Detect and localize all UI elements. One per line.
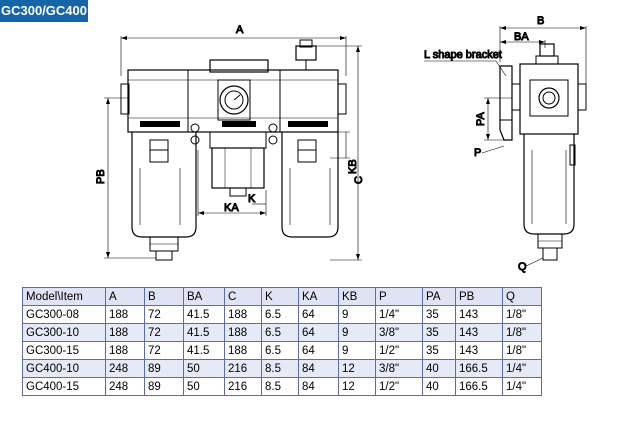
- table-cell: 72: [144, 341, 184, 360]
- table-cell: 188: [224, 323, 262, 342]
- column-header: PB: [455, 287, 503, 306]
- dim-label-ba: BA: [514, 31, 529, 43]
- table-row: GC300-15 188 72 41.5 188 6.5 64 9 1/2" 3…: [22, 341, 542, 360]
- dim-label-c: C: [353, 176, 365, 184]
- table-row: GC300-10 188 72 41.5 188 6.5 64 9 3/8" 3…: [22, 323, 542, 342]
- table-cell: 143: [455, 305, 503, 324]
- table-cell: 40: [422, 377, 456, 396]
- table-row: GC400-15 248 89 50 216 8.5 84 12 1/2" 40…: [22, 377, 542, 396]
- dim-label-p: P: [474, 147, 481, 159]
- dim-label-kb: KB: [347, 159, 359, 174]
- table-cell: GC300-10: [22, 323, 106, 342]
- table-cell: 64: [298, 305, 339, 324]
- dim-label-pa: PA: [475, 111, 487, 126]
- table-cell: 35: [422, 323, 456, 342]
- table-cell: 1/4": [502, 377, 542, 396]
- table-header-row: Model\Item A B BA C K KA KB P PA PB Q: [22, 287, 542, 306]
- dim-label-pb: PB: [95, 169, 107, 184]
- column-header: KA: [298, 287, 339, 306]
- table-cell: 216: [224, 359, 262, 378]
- dim-label-k: K: [248, 193, 256, 205]
- table-cell: 6.5: [261, 305, 299, 324]
- dim-label-a: A: [236, 24, 244, 36]
- column-header: KB: [338, 287, 376, 306]
- table-cell: 41.5: [183, 305, 225, 324]
- column-header: Model\Item: [22, 287, 106, 306]
- dim-label-ka: KA: [224, 202, 239, 214]
- table-cell: GC400-10: [22, 359, 106, 378]
- table-cell: 35: [422, 341, 456, 360]
- table-cell: 40: [422, 359, 456, 378]
- table-cell: 9: [338, 341, 376, 360]
- table-cell: 41.5: [183, 341, 225, 360]
- table-cell: 1/8": [502, 323, 542, 342]
- column-header: C: [224, 287, 262, 306]
- table-cell: 41.5: [183, 323, 225, 342]
- table-cell: 12: [338, 377, 376, 396]
- table-cell: 1/2": [375, 341, 423, 360]
- table-cell: 3/8": [375, 323, 423, 342]
- table-cell: 188: [105, 341, 145, 360]
- dim-label-b: B: [537, 15, 544, 27]
- table-cell: 248: [105, 377, 145, 396]
- table-cell: 72: [144, 305, 184, 324]
- table-cell: GC400-15: [22, 377, 106, 396]
- table-cell: 64: [298, 323, 339, 342]
- table-cell: 1/4": [502, 359, 542, 378]
- table-cell: 89: [144, 359, 184, 378]
- table-cell: GC300-08: [22, 305, 106, 324]
- table-cell: 72: [144, 323, 184, 342]
- table-cell: 143: [455, 323, 503, 342]
- table-cell: 1/8": [502, 341, 542, 360]
- table-cell: 188: [105, 323, 145, 342]
- table-row: GC400-10 248 89 50 216 8.5 84 12 3/8" 40…: [22, 359, 542, 378]
- column-header: BA: [183, 287, 225, 306]
- table-cell: 3/8": [375, 359, 423, 378]
- table-cell: 12: [338, 359, 376, 378]
- table-cell: 64: [298, 341, 339, 360]
- page-title: GC300/GC400: [0, 0, 88, 22]
- table-cell: 188: [224, 305, 262, 324]
- table-cell: 84: [298, 377, 339, 396]
- callout-l-shape-bracket: L shape bracket: [424, 49, 502, 61]
- table-cell: 166.5: [455, 377, 503, 396]
- table-row: GC300-08 188 72 41.5 188 6.5 64 9 1/4" 3…: [22, 305, 542, 324]
- table-cell: 216: [224, 377, 262, 396]
- table-cell: 89: [144, 377, 184, 396]
- table-cell: 50: [183, 377, 225, 396]
- table-cell: 84: [298, 359, 339, 378]
- table-cell: 35: [422, 305, 456, 324]
- column-header: B: [144, 287, 184, 306]
- dim-label-q: Q: [518, 261, 527, 273]
- table-cell: 9: [338, 305, 376, 324]
- table-cell: 143: [455, 341, 503, 360]
- table-cell: 6.5: [261, 341, 299, 360]
- table-cell: 50: [183, 359, 225, 378]
- column-header: A: [105, 287, 145, 306]
- table-cell: 188: [224, 341, 262, 360]
- table-cell: 6.5: [261, 323, 299, 342]
- table-cell: GC300-15: [22, 341, 106, 360]
- column-header: PA: [422, 287, 456, 306]
- column-header: P: [375, 287, 423, 306]
- table-cell: 9: [338, 323, 376, 342]
- table-cell: 1/2": [375, 377, 423, 396]
- table-cell: 1/8": [502, 305, 542, 324]
- table-cell: 248: [105, 359, 145, 378]
- table-cell: 188: [105, 305, 145, 324]
- column-header: Q: [502, 287, 542, 306]
- table-cell: 8.5: [261, 377, 299, 396]
- specification-table: Model\Item A B BA C K KA KB P PA PB Q GC…: [22, 287, 542, 396]
- column-header: K: [261, 287, 299, 306]
- table-cell: 1/4": [375, 305, 423, 324]
- technical-drawing: A KA K: [95, 15, 587, 274]
- table-cell: 166.5: [455, 359, 503, 378]
- table-cell: 8.5: [261, 359, 299, 378]
